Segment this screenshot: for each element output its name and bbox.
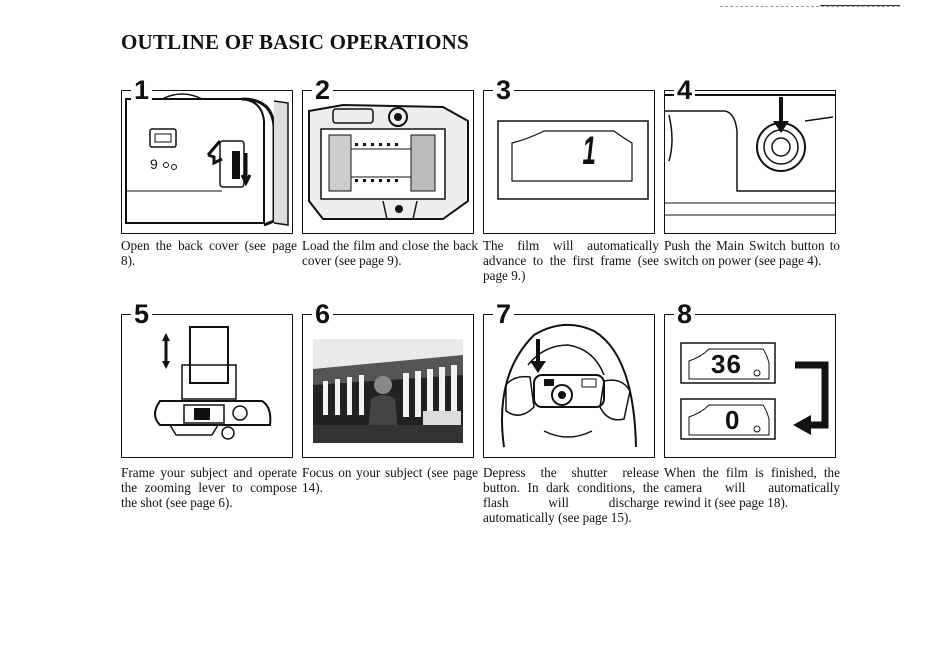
step-4-caption: Push the Main Switch button to switch on… (664, 238, 840, 268)
svg-text:9: 9 (150, 156, 158, 172)
header-rule (820, 5, 900, 6)
step-1-illustration: 9 (121, 90, 293, 234)
step-4-illustration (664, 90, 836, 234)
step-5-panel: 5 (121, 300, 293, 460)
step-6-number: 6 (312, 300, 334, 328)
step-8-number: 8 (674, 300, 696, 328)
frame-counter-display: 1 (582, 129, 596, 173)
step-3-illustration: 1 (483, 90, 655, 234)
counter-display-0: 0 (725, 405, 740, 435)
step-2-illustration (302, 90, 474, 234)
step-5-number: 5 (131, 300, 153, 328)
step-3-number: 3 (493, 76, 515, 104)
step-3-caption: The film will automatically advance to t… (483, 238, 659, 283)
step-5-caption: Frame your subject and operate the zoomi… (121, 465, 297, 510)
step-5-illustration (121, 314, 293, 458)
step-2-number: 2 (312, 76, 334, 104)
step-8-caption: When the film is finished, the camera wi… (664, 465, 840, 510)
counter-display-36: 36 (711, 349, 742, 379)
step-3-panel: 1 3 (483, 76, 655, 236)
step-1-panel: 9 1 (121, 76, 293, 236)
header-rule-dashed (720, 6, 900, 7)
step-8-panel: 36 0 8 (664, 300, 836, 460)
step-2-panel: 2 (302, 76, 474, 236)
step-6-panel: 6 (302, 300, 474, 460)
step-4-panel: 4 (664, 76, 836, 236)
step-1-number: 1 (131, 76, 153, 104)
step-4-number: 4 (674, 76, 696, 104)
step-1-caption: Open the back cover (see page 8). (121, 238, 297, 268)
step-7-panel: 7 (483, 300, 655, 460)
step-6-illustration (302, 314, 474, 458)
page-title: OUTLINE OF BASIC OPERATIONS (121, 30, 469, 54)
step-2-caption: Load the film and close the back cover (… (302, 238, 478, 268)
step-7-number: 7 (493, 300, 515, 328)
step-6-caption: Focus on your subject (see page 14). (302, 465, 478, 495)
step-7-caption: Depress the shutter release button. In d… (483, 465, 659, 525)
step-7-illustration (483, 314, 655, 458)
step-8-illustration: 36 0 (664, 314, 836, 458)
